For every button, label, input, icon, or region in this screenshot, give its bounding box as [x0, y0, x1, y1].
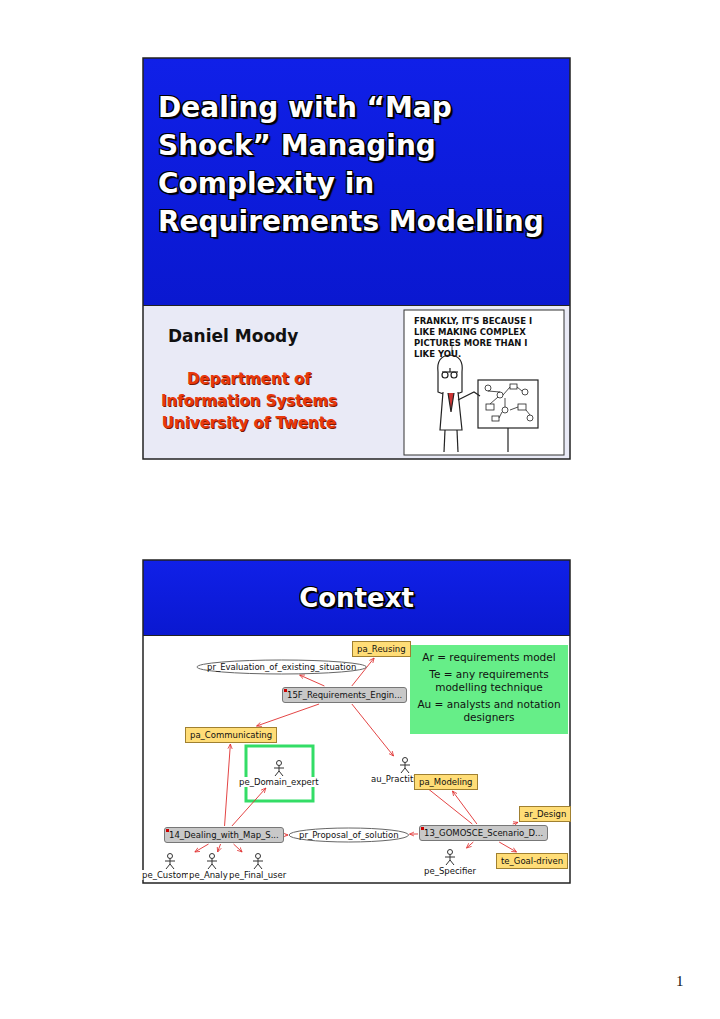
paper-box: 15F_Requirements_Engin...: [282, 687, 407, 703]
actor-symbol: [163, 853, 177, 870]
node-label: te_Goal-driven: [501, 856, 563, 866]
cartoon-caption: FRANKLY, IT'S BECAUSE I LIKE MAKING COMP…: [414, 316, 542, 360]
aspect-box: pa_Modeling: [414, 774, 478, 790]
node-label: pe_Domain_expert: [238, 777, 320, 787]
connector-line: [499, 842, 516, 852]
connector-line: [218, 844, 221, 852]
actor-symbol: [205, 853, 219, 870]
node-label: pa_Communicating: [190, 730, 272, 740]
legend-box: Ar = requirements model Te = any requirem…: [410, 645, 568, 734]
connector-line: [467, 842, 474, 848]
connector-line: [352, 704, 394, 756]
slide-text: Dealing with “Map Shock” Managing Comple…: [158, 89, 559, 241]
process-ellipse: pr_Proposal_of_solution: [289, 828, 409, 842]
cartoon: [404, 310, 564, 455]
aspect-box: pa_Reusing: [352, 641, 411, 657]
actor-symbol: [443, 849, 457, 866]
title-band: Dealing with “Map Shock” Managing Comple…: [144, 59, 569, 305]
actor-symbol: [398, 757, 412, 774]
actor-symbol: [251, 853, 265, 870]
page-number: 1: [676, 972, 696, 990]
band-divider: [143, 305, 570, 306]
node-label: Au = analysts and notation designers: [414, 698, 564, 724]
paper-box: 13_GOMOSCE_Scenario_D...: [419, 825, 548, 841]
node-label: pr_Evaluation_of_existing_situation: [207, 662, 356, 672]
context-band-fill: [143, 560, 570, 636]
author-band-fill: [143, 305, 570, 459]
aspect-box: ar_Design: [519, 806, 571, 822]
connector-line: [452, 791, 476, 824]
slide-frame: [143, 560, 570, 883]
connector-line: [195, 844, 209, 852]
node-label: Ar = requirements model: [414, 651, 564, 664]
connector-line: [232, 788, 266, 826]
connector-line: [300, 675, 325, 686]
actor-figure: pe_Domain_expert: [238, 760, 320, 787]
node-label: pe_Specifier: [423, 866, 477, 876]
title-band-fill: [143, 58, 570, 306]
connector-line: [225, 744, 231, 826]
actor-figure: pe_Specifier: [423, 849, 477, 876]
slide-frame: [143, 58, 570, 459]
aspect-box: pa_Communicating: [185, 727, 277, 743]
connector-line: [410, 833, 418, 834]
slide-body: [143, 635, 570, 883]
node-label: pe_Final_user: [228, 870, 287, 880]
paper-box: 14_Dealing_with_Map_S...: [164, 827, 284, 843]
heading-band: Context: [144, 561, 569, 635]
actor-symbol: [272, 760, 286, 777]
connector-line: [513, 822, 518, 824]
slide-text: Department of Information Systems Univer…: [154, 368, 344, 434]
highlight-frame: [246, 746, 313, 801]
slide-text: Daniel Moody: [168, 326, 298, 346]
connector-line: [234, 844, 243, 852]
connector-line: [285, 835, 288, 836]
actor-figure: pe_Final_user: [228, 853, 287, 880]
node-label: 14_Dealing_with_Map_S...: [169, 830, 279, 840]
node-label: pa_Modeling: [419, 777, 473, 787]
connector-line: [423, 785, 472, 824]
node-label: 15F_Requirements_Engin...: [287, 690, 402, 700]
process-ellipse: pr_Evaluation_of_existing_situation: [197, 660, 366, 674]
connector-line: [257, 704, 319, 726]
band-divider: [143, 635, 570, 636]
node-label: pr_Proposal_of_solution: [299, 830, 399, 840]
aspect-box: te_Goal-driven: [496, 853, 568, 869]
node-label: ar_Design: [524, 809, 566, 819]
node-label: pa_Reusing: [357, 644, 406, 654]
slide-text: Context: [299, 583, 414, 613]
node-label: Te = any requirements modelling techniqu…: [414, 668, 564, 694]
node-label: 13_GOMOSCE_Scenario_D...: [424, 828, 543, 838]
author-band: Daniel MoodyDepartment of Information Sy…: [144, 306, 402, 458]
